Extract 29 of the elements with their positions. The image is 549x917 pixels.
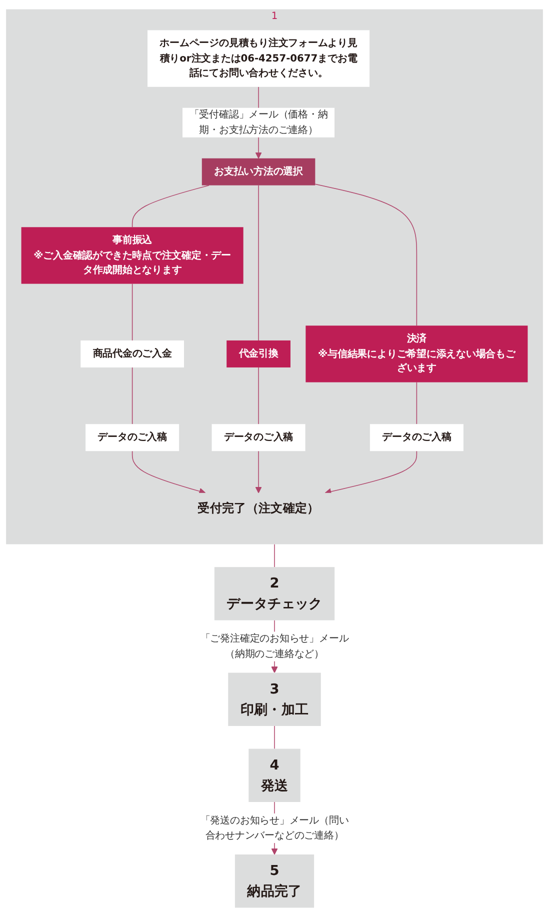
edge-label: 「発送のお知らせ」メール（問い合わせナンバーなどのご連絡） — [200, 814, 349, 842]
arrow — [255, 450, 262, 494]
node-box: お支払い方法の選択 — [202, 158, 316, 186]
connector — [274, 544, 275, 568]
node-box: 決済 ※与信結果によりご希望に添えない場合もございます — [306, 326, 528, 382]
node-box: 5 納品完了 — [234, 854, 314, 908]
connector — [274, 726, 275, 750]
connector — [314, 184, 418, 326]
node-box: 4 発送 — [248, 748, 300, 802]
arrow — [132, 450, 206, 494]
node-box: 事前振込 ※ご入金確認ができた時点で注文確定・データ作成開始となります — [21, 227, 244, 284]
node-box: 3 印刷・加工 — [228, 672, 321, 726]
node-box: 商品代金のご入金 — [80, 340, 184, 368]
node-box: データのご入稿 — [370, 424, 464, 452]
node-box: データのご入稿 — [212, 424, 306, 452]
connector — [132, 184, 210, 228]
node-box: データのご入稿 — [86, 424, 180, 452]
node-box: ホームページの見積もり注文フォームより見積りor注文または06-4257-0677までお電話にてお問い合わせください。 — [148, 30, 370, 87]
connector — [132, 367, 133, 424]
edge-label: 「ご発注確定のお知らせ」メール（納期のご連絡など） — [200, 633, 349, 660]
node-text: 受付完了（注文確定） — [198, 500, 320, 515]
connector — [132, 283, 133, 341]
edge-label: 「受付確認」メール（価格・納期・お支払方法のご連絡） — [189, 109, 328, 136]
arrow — [324, 450, 418, 495]
connector — [258, 184, 259, 341]
node-box: 2 データチェック — [214, 567, 335, 620]
connector — [258, 367, 259, 424]
connector — [416, 382, 418, 424]
node-box: 代金引換 — [226, 340, 290, 368]
